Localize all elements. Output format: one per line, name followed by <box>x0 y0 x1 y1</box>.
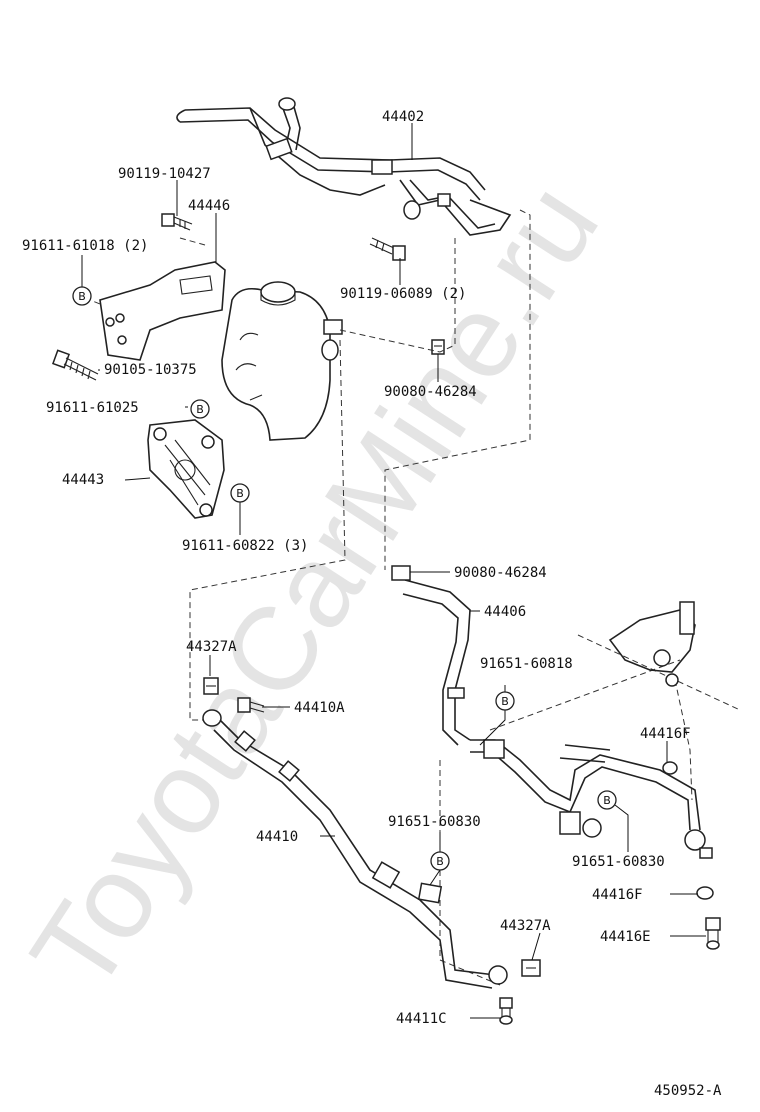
pressure-hose-44410 <box>202 709 508 989</box>
label-90119-10427: 90119-10427 <box>118 166 211 182</box>
label-44410A: 44410A <box>294 700 345 716</box>
b-marker-3: B <box>230 483 250 503</box>
return-pipe-assembly-right <box>470 739 713 859</box>
part-labels: 44402 90119-10427 44446 91611-61018 (2) … <box>22 109 722 1099</box>
return-hose-44406 <box>391 565 471 746</box>
label-44443: 44443 <box>62 472 104 488</box>
label-91611-61018: 91611-61018 (2) <box>22 238 148 254</box>
label-91651-60830-left: 91651-60830 <box>388 814 481 830</box>
clamp-44327A-lower <box>521 959 541 977</box>
label-91651-60830-right: 91651-60830 <box>572 854 665 870</box>
clamp-44327A-upper <box>203 677 219 695</box>
svg-text:B: B <box>236 487 244 500</box>
diagram-id: 450952-A <box>654 1083 722 1099</box>
union-bolt-44416E <box>705 917 721 950</box>
svg-text:B: B <box>196 403 204 416</box>
dashed-connection-lines <box>84 209 741 986</box>
bracket-44443 <box>147 419 225 519</box>
watermark-text: ToyotaCarMine.ru <box>6 161 624 1014</box>
pressure-pipe-44402 <box>176 97 512 236</box>
label-44416F-upper: 44416F <box>640 726 691 742</box>
gasket-44416F-lower <box>696 886 714 900</box>
gasket-44416F-upper <box>662 761 678 775</box>
power-steering-pump <box>221 281 343 441</box>
b-marker-6: B <box>430 851 450 871</box>
bolt-44410A <box>237 697 265 713</box>
bolt-90119-06089 <box>369 237 406 261</box>
label-91651-60818: 91651-60818 <box>480 656 573 672</box>
label-44402: 44402 <box>382 109 424 125</box>
label-90105-10375: 90105-10375 <box>104 362 197 378</box>
svg-text:B: B <box>78 290 86 303</box>
bolt-90119-10427 <box>161 213 193 231</box>
label-44416F-lower: 44416F <box>592 887 643 903</box>
label-44416E: 44416E <box>600 929 651 945</box>
svg-text:B: B <box>603 794 611 807</box>
label-90080-46284-upper: 90080-46284 <box>384 384 477 400</box>
label-44446: 44446 <box>188 198 230 214</box>
label-44327A-lower: 44327A <box>500 918 551 934</box>
union-bolt-44411C <box>499 997 513 1025</box>
b-marker-1: B <box>72 286 92 306</box>
svg-text:B: B <box>501 695 509 708</box>
b-marker-5: B <box>597 790 617 810</box>
label-91611-61025: 91611-61025 <box>46 400 139 416</box>
b-marker-2: B <box>190 399 210 419</box>
leader-lines <box>81 123 706 1019</box>
bracket-44446 <box>99 261 226 361</box>
b-marker-4: B <box>495 691 515 711</box>
label-44410: 44410 <box>256 829 298 845</box>
bolt-90105-10375 <box>52 349 99 381</box>
label-44406: 44406 <box>484 604 526 620</box>
label-91611-60822: 91611-60822 (3) <box>182 538 308 554</box>
svg-text:B: B <box>436 855 444 868</box>
steering-gear-housing <box>608 601 696 687</box>
label-44327A-upper: 44327A <box>186 639 237 655</box>
label-90119-06089: 90119-06089 (2) <box>340 286 466 302</box>
label-90080-46284-lower: 90080-46284 <box>454 565 547 581</box>
label-44411C: 44411C <box>396 1011 447 1027</box>
